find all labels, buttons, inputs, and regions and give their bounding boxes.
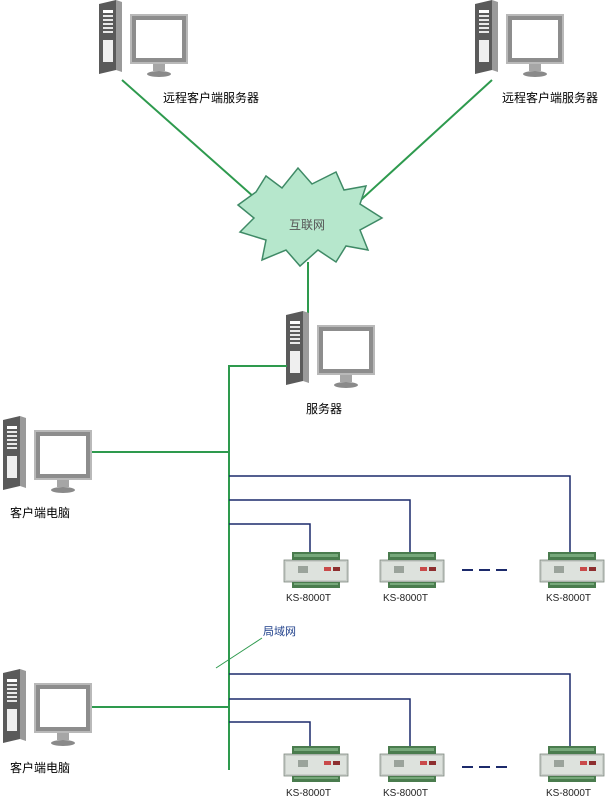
controller-board-icon xyxy=(379,551,445,589)
lan-label: 局域网 xyxy=(263,625,296,638)
controller-board-icon xyxy=(539,551,605,589)
device-bottom-1: KS-8000T xyxy=(283,745,349,799)
device-label: KS-8000T xyxy=(286,593,331,604)
client-pc-bottom-label: 客户端电脑 xyxy=(10,760,70,775)
remote-server-right: 远程客户端服务器 xyxy=(475,0,598,105)
device-label: KS-8000T xyxy=(383,788,428,799)
device-links-bottom xyxy=(229,673,571,752)
link-left-remote xyxy=(121,79,273,214)
device-links-top xyxy=(229,475,571,560)
internet-label: 互联网 xyxy=(289,218,325,232)
device-top-1: KS-8000T xyxy=(283,551,349,604)
server-label: 服务器 xyxy=(306,401,342,416)
remote-server-left: 远程客户端服务器 xyxy=(99,0,259,105)
client-pc-bottom: 客户端电脑 xyxy=(3,669,92,775)
remote-server-right-label: 远程客户端服务器 xyxy=(502,90,598,105)
computer-icon xyxy=(99,0,188,77)
lan-pointer xyxy=(215,637,263,669)
internet-cloud: 互联网 xyxy=(236,166,384,268)
computer-icon xyxy=(286,311,375,388)
controller-board-icon xyxy=(283,745,349,783)
device-bottom-2: KS-8000T xyxy=(379,745,445,799)
device-top-3: KS-8000T xyxy=(539,551,605,604)
device-label: KS-8000T xyxy=(546,788,591,799)
controller-board-icon xyxy=(539,745,605,783)
lan-backbone xyxy=(228,365,287,770)
device-label: KS-8000T xyxy=(286,788,331,799)
device-label: KS-8000T xyxy=(383,593,428,604)
controller-board-icon xyxy=(283,551,349,589)
remote-server-left-label: 远程客户端服务器 xyxy=(163,90,259,105)
link-right-remote xyxy=(351,79,493,209)
client-pc-top-label: 客户端电脑 xyxy=(10,505,70,520)
controller-board-icon xyxy=(379,745,445,783)
device-bottom-3: KS-8000T xyxy=(539,745,605,799)
server: 服务器 xyxy=(286,311,375,416)
device-label: KS-8000T xyxy=(546,593,591,604)
client-pc-top: 客户端电脑 xyxy=(3,416,92,520)
computer-icon xyxy=(3,416,92,493)
computer-icon xyxy=(3,669,92,746)
device-top-2: KS-8000T xyxy=(379,551,445,604)
cloud-icon xyxy=(236,166,384,268)
computer-icon xyxy=(475,0,564,77)
